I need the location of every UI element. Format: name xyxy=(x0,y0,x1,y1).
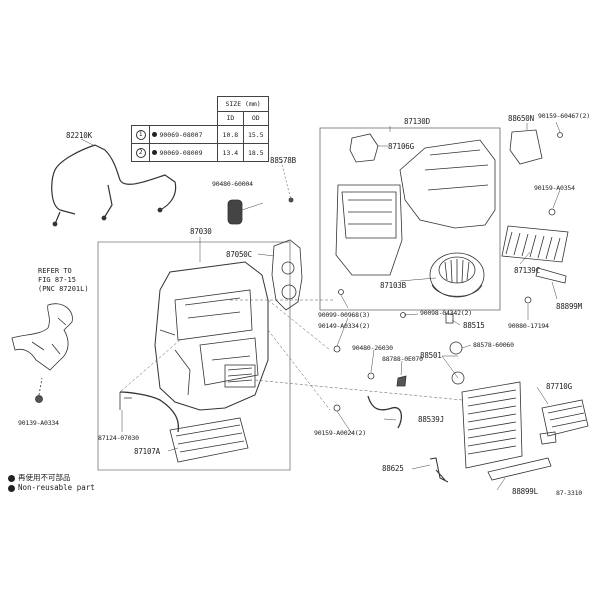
size-header: SIZE (mm) xyxy=(217,96,269,112)
part-label-90159-60467: 90159-60467(2) xyxy=(538,112,590,120)
evaporator-drawing xyxy=(461,381,523,469)
table-row: 2 90069-08009 13.4 18.5 xyxy=(130,143,270,162)
part-label-90159-a0354: 90159-A0354 xyxy=(534,184,575,192)
lower-duct-drawing xyxy=(169,417,249,463)
part-label-87103b: 87103B xyxy=(380,281,406,290)
wiring-harness-drawing xyxy=(51,144,177,225)
legend-text-en: Non-reusable part xyxy=(18,483,95,492)
servo-motor-drawing xyxy=(271,239,303,311)
mode-motor-drawing xyxy=(349,133,379,163)
part-label-87106g: 87106G xyxy=(388,142,414,151)
amplifier-drawing xyxy=(509,129,543,165)
part-label-88788-0e070: 88788-0E070 xyxy=(382,355,423,363)
non-reusable-dot-icon xyxy=(8,484,15,492)
legend-text-jp: 再使用不可部品 xyxy=(18,473,71,482)
part-label-87107a: 87107A xyxy=(134,447,160,456)
part-label-87130d: 87130D xyxy=(404,117,430,126)
blower-housing-drawing xyxy=(335,184,403,276)
non-reusable-dot-icon xyxy=(8,474,15,482)
part-label-90480-60004: 90480-60004 xyxy=(212,180,253,188)
part-label-88515: 88515 xyxy=(463,321,485,330)
size-col-od: OD xyxy=(242,110,270,127)
legend-non-reusable-jp: 再使用不可部品 xyxy=(8,472,71,483)
seal-id: 13.4 xyxy=(217,143,244,162)
seal-part-number: 90069-08007 xyxy=(159,130,203,139)
part-label-87139c: 87139C xyxy=(514,266,540,275)
row-number: 2 xyxy=(135,147,146,158)
legend-non-reusable-en: Non-reusable part xyxy=(8,483,95,492)
part-label-88650n: 88650N xyxy=(508,114,534,123)
part-label-87030: 87030 xyxy=(190,227,212,236)
side-duct-drawing xyxy=(11,303,73,371)
part-label-88578-60060: 88578-60060 xyxy=(473,341,514,349)
part-label-90099-00968: 90099-00968(3) xyxy=(318,311,370,319)
expansion-pipe-drawing xyxy=(367,395,403,429)
grommet-drawing xyxy=(227,199,243,225)
seal-part-number: 90069-08009 xyxy=(159,148,203,157)
part-label-90080-17194: 90080-17194 xyxy=(508,322,549,330)
hvac-case-drawing xyxy=(154,261,269,411)
refer-note: REFER TO FIG 87-15 (PNC 87201L) xyxy=(38,267,89,293)
seal-od: 15.5 xyxy=(242,125,270,145)
part-label-87050c: 87050C xyxy=(226,250,252,259)
size-col-id: ID xyxy=(217,110,244,127)
non-reusable-dot-icon xyxy=(152,132,158,138)
seal-size-table: SIZE (mm) ID OD 1 90069-08007 10.8 15.5 … xyxy=(130,96,270,162)
part-label-88501: 88501 xyxy=(420,351,442,360)
blower-frame xyxy=(319,127,501,311)
unit-frame xyxy=(97,241,291,471)
blower-fan-drawing xyxy=(429,252,485,298)
part-label-90159-a0024: 90159-A0024(2) xyxy=(314,429,366,437)
part-label-87124-07030: 87124-07030 xyxy=(98,434,139,442)
part-label-82210k: 82210K xyxy=(66,131,92,140)
figure-code: 87-3310 xyxy=(556,489,582,497)
seal-id: 10.8 xyxy=(217,125,244,145)
cabin-filter-drawing xyxy=(501,225,569,263)
part-label-88899m: 88899M xyxy=(556,302,582,311)
part-label-88539j: 88539J xyxy=(418,415,444,424)
heater-core-drawing xyxy=(541,399,589,437)
part-label-88625: 88625 xyxy=(382,464,404,473)
part-label-88578b: 88578B xyxy=(270,156,296,165)
part-label-90149-a0334: 90149-A0334(2) xyxy=(318,322,370,330)
row-number: 1 xyxy=(135,129,146,140)
non-reusable-dot-icon xyxy=(152,150,158,156)
seal-od: 18.5 xyxy=(242,143,270,162)
part-label-90098-04342: 90098-04342(2) xyxy=(420,309,472,317)
part-label-87710g: 87710G xyxy=(546,382,572,391)
part-label-90480-26030: 90480-26030 xyxy=(352,344,393,352)
part-label-88899l: 88899L xyxy=(512,487,538,496)
table-row: 1 90069-08007 10.8 15.5 xyxy=(130,125,270,145)
part-label-90139-a0334: 90139-A0334 xyxy=(18,419,59,427)
